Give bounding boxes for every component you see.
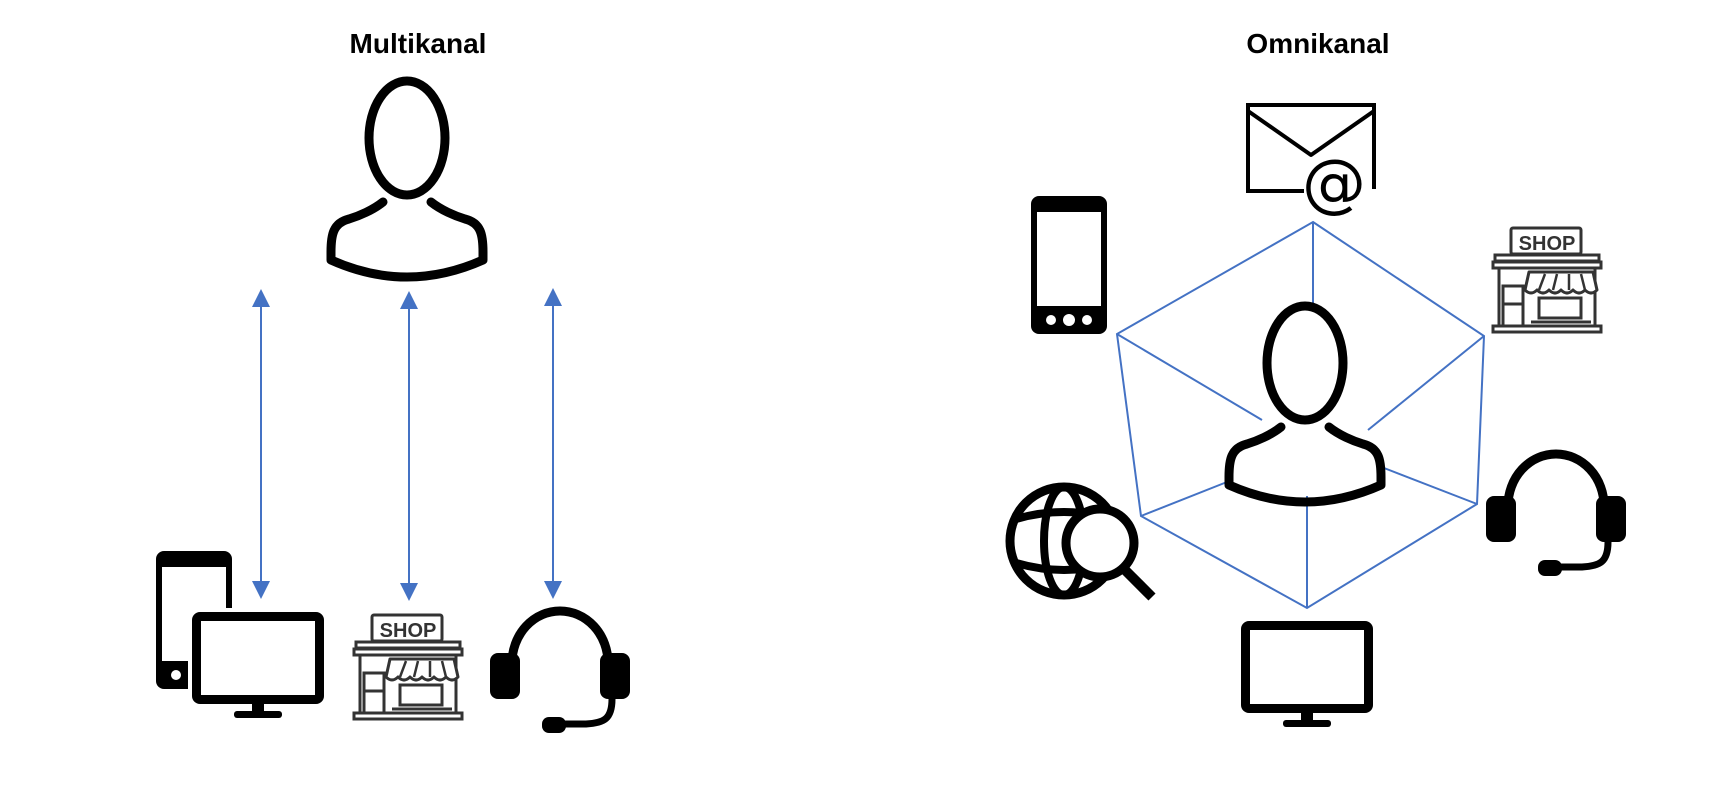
spoke-shop bbox=[1367, 335, 1485, 431]
omnikanal-diagram: @ SHOP bbox=[1010, 103, 1626, 727]
connector-arrows bbox=[252, 288, 562, 601]
shop-sign-text: SHOP bbox=[1519, 233, 1576, 255]
smartphone-icon bbox=[1031, 196, 1107, 334]
monitor-icon bbox=[1241, 621, 1373, 727]
shop-icon: SHOP bbox=[352, 613, 464, 721]
headset-icon bbox=[490, 611, 630, 733]
headset-icon bbox=[1486, 454, 1626, 576]
shop-sign-text: SHOP bbox=[380, 620, 437, 642]
multikanal-title: Multikanal bbox=[349, 28, 487, 59]
multikanal-diagram: SHOP bbox=[156, 81, 630, 733]
spoke-headset bbox=[1383, 467, 1478, 505]
email-icon: @ bbox=[1246, 103, 1376, 221]
web-search-icon bbox=[1010, 487, 1152, 597]
shop-icon: SHOP bbox=[1491, 226, 1603, 334]
spoke-websearch bbox=[1140, 479, 1233, 517]
connector-network bbox=[1115, 220, 1486, 610]
monitor-icon bbox=[188, 608, 330, 718]
hexagon-outline bbox=[1115, 220, 1486, 610]
person-icon bbox=[331, 81, 483, 277]
omnikanal-title: Omnikanal bbox=[1246, 28, 1390, 59]
spoke-smartphone bbox=[1116, 333, 1263, 421]
email-at-symbol: @ bbox=[1302, 147, 1366, 221]
person-icon-center bbox=[1229, 306, 1381, 502]
